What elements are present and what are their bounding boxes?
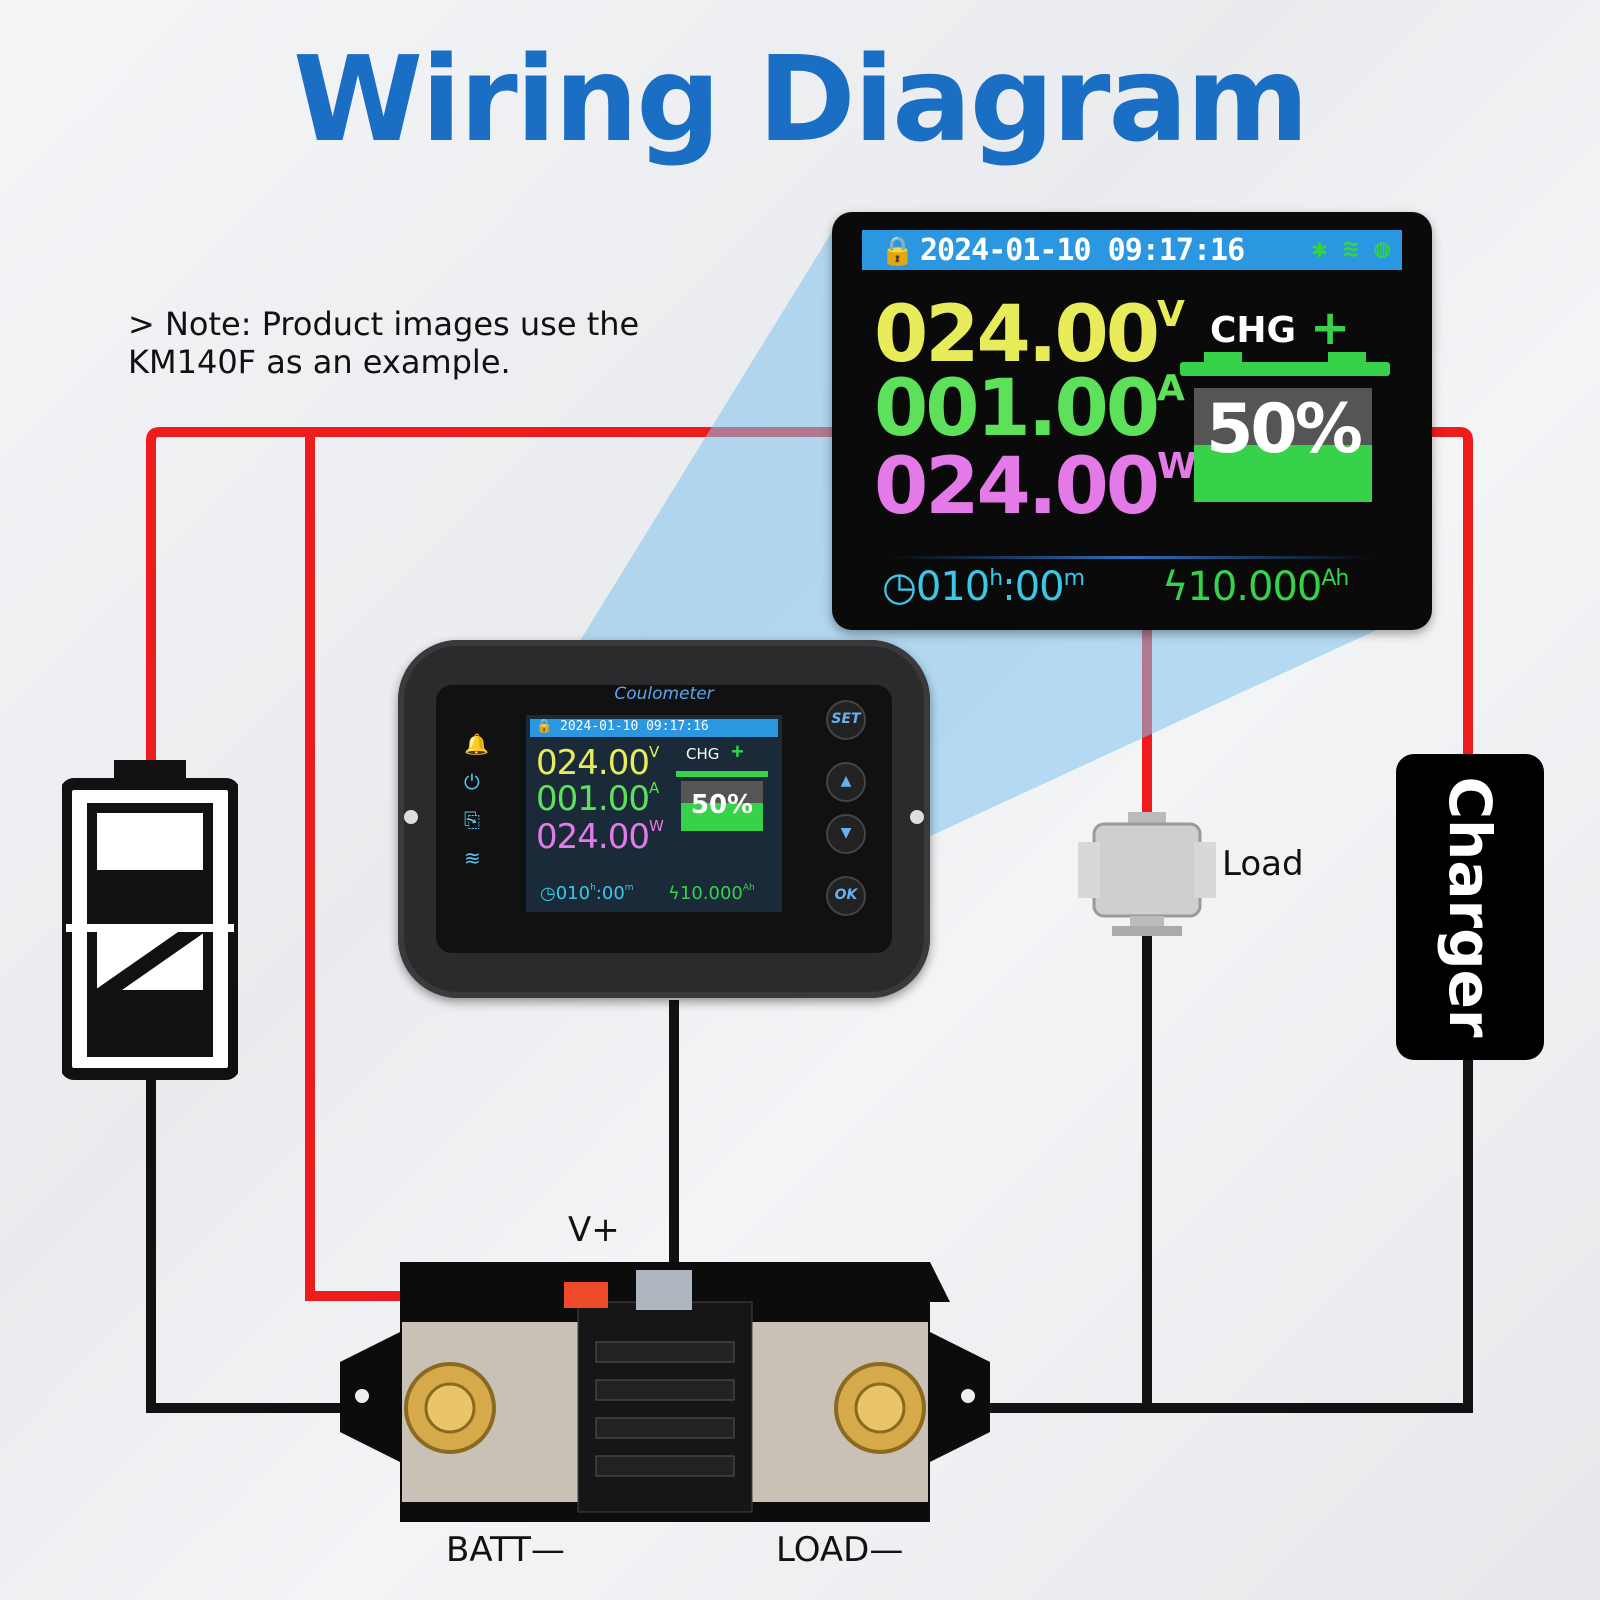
mini-battery-empty (681, 781, 763, 803)
load-label: Load (1222, 844, 1304, 884)
shunt-module (340, 1262, 990, 1522)
mini-current: 001.00A (536, 779, 659, 819)
mini-status-sign: + (731, 739, 744, 764)
device-icon: ⎘ (464, 808, 480, 832)
battery-terminal-left (1204, 352, 1242, 364)
wifi-icon: ≋ (464, 846, 481, 870)
battery-gauge: 50% (1180, 352, 1390, 517)
mini-screen: 🔒 2024-01-10 09:17:16 024.00V 001.00A 02… (526, 715, 782, 912)
charge-status: CHG (1210, 310, 1297, 351)
vplus-label: V+ (568, 1210, 620, 1250)
datetime: 2024-01-10 09:17:16 (920, 233, 1245, 268)
mini-capacity: ϟ10.000Ah (668, 883, 755, 904)
mini-power: 024.00W (536, 817, 664, 857)
battery-terminal-right (1328, 352, 1366, 364)
load-device-icon (1078, 812, 1216, 936)
alarm-icon: 🔔 (464, 732, 489, 756)
mini-status: CHG (686, 745, 720, 763)
mini-voltage: 024.00V (536, 743, 659, 783)
capacity: ϟ10.000Ah (1162, 564, 1349, 610)
divider (892, 556, 1372, 559)
voltage-reading: 024.00V (874, 290, 1185, 380)
battery-cap (1180, 362, 1390, 376)
current-reading: 001.00A (874, 364, 1185, 454)
battery-percent: 50% (1206, 390, 1363, 469)
set-button[interactable]: SET (826, 700, 866, 740)
ok-button[interactable]: OK (826, 876, 866, 916)
mini-battery-percent: 50% (690, 790, 754, 820)
battery-icon (62, 760, 238, 1080)
mini-datetime: 2024-01-10 09:17:16 (560, 719, 709, 734)
mini-time: ◷010h:00m (540, 883, 634, 904)
zoomed-display: 🔒 2024-01-10 09:17:16 ✱ ≋ ◍ 024.00V 001.… (832, 212, 1432, 630)
load-minus-label: LOAD— (776, 1530, 904, 1570)
batt-minus-label: BATT— (446, 1530, 565, 1570)
negative-wire-load (880, 1060, 1473, 1413)
charge-sign: + (1310, 300, 1351, 356)
mount-hole-right (910, 810, 924, 824)
down-button[interactable]: ▼ (826, 814, 866, 854)
lock-icon: 🔒 (536, 719, 553, 734)
up-button[interactable]: ▲ (826, 762, 866, 802)
page-title: Wiring Diagram (292, 30, 1309, 168)
mount-hole-left (404, 810, 418, 824)
charger-label: Charger (1436, 776, 1504, 1038)
power-icon: ⏻ (464, 770, 480, 794)
meter-brand: Coulometer (614, 684, 714, 704)
mini-status-bar: 🔒 2024-01-10 09:17:16 (530, 719, 778, 737)
mini-battery-cap (676, 771, 768, 777)
runtime: ◷010h:00m (882, 564, 1085, 610)
charger-box: Charger (1396, 754, 1544, 1060)
status-bar: 🔒 2024-01-10 09:17:16 ✱ ≋ ◍ (862, 230, 1402, 270)
coulometer-device: Coulometer 🔔 ⏻ ⎘ ≋ SET ▲ ▼ OK 🔒 2024-01-… (398, 640, 930, 998)
battery-fill (1194, 445, 1372, 502)
lock-icon: 🔒 (880, 234, 915, 267)
connectivity-icons: ✱ ≋ ◍ (1311, 234, 1390, 264)
power-reading: 024.00W (874, 442, 1197, 532)
